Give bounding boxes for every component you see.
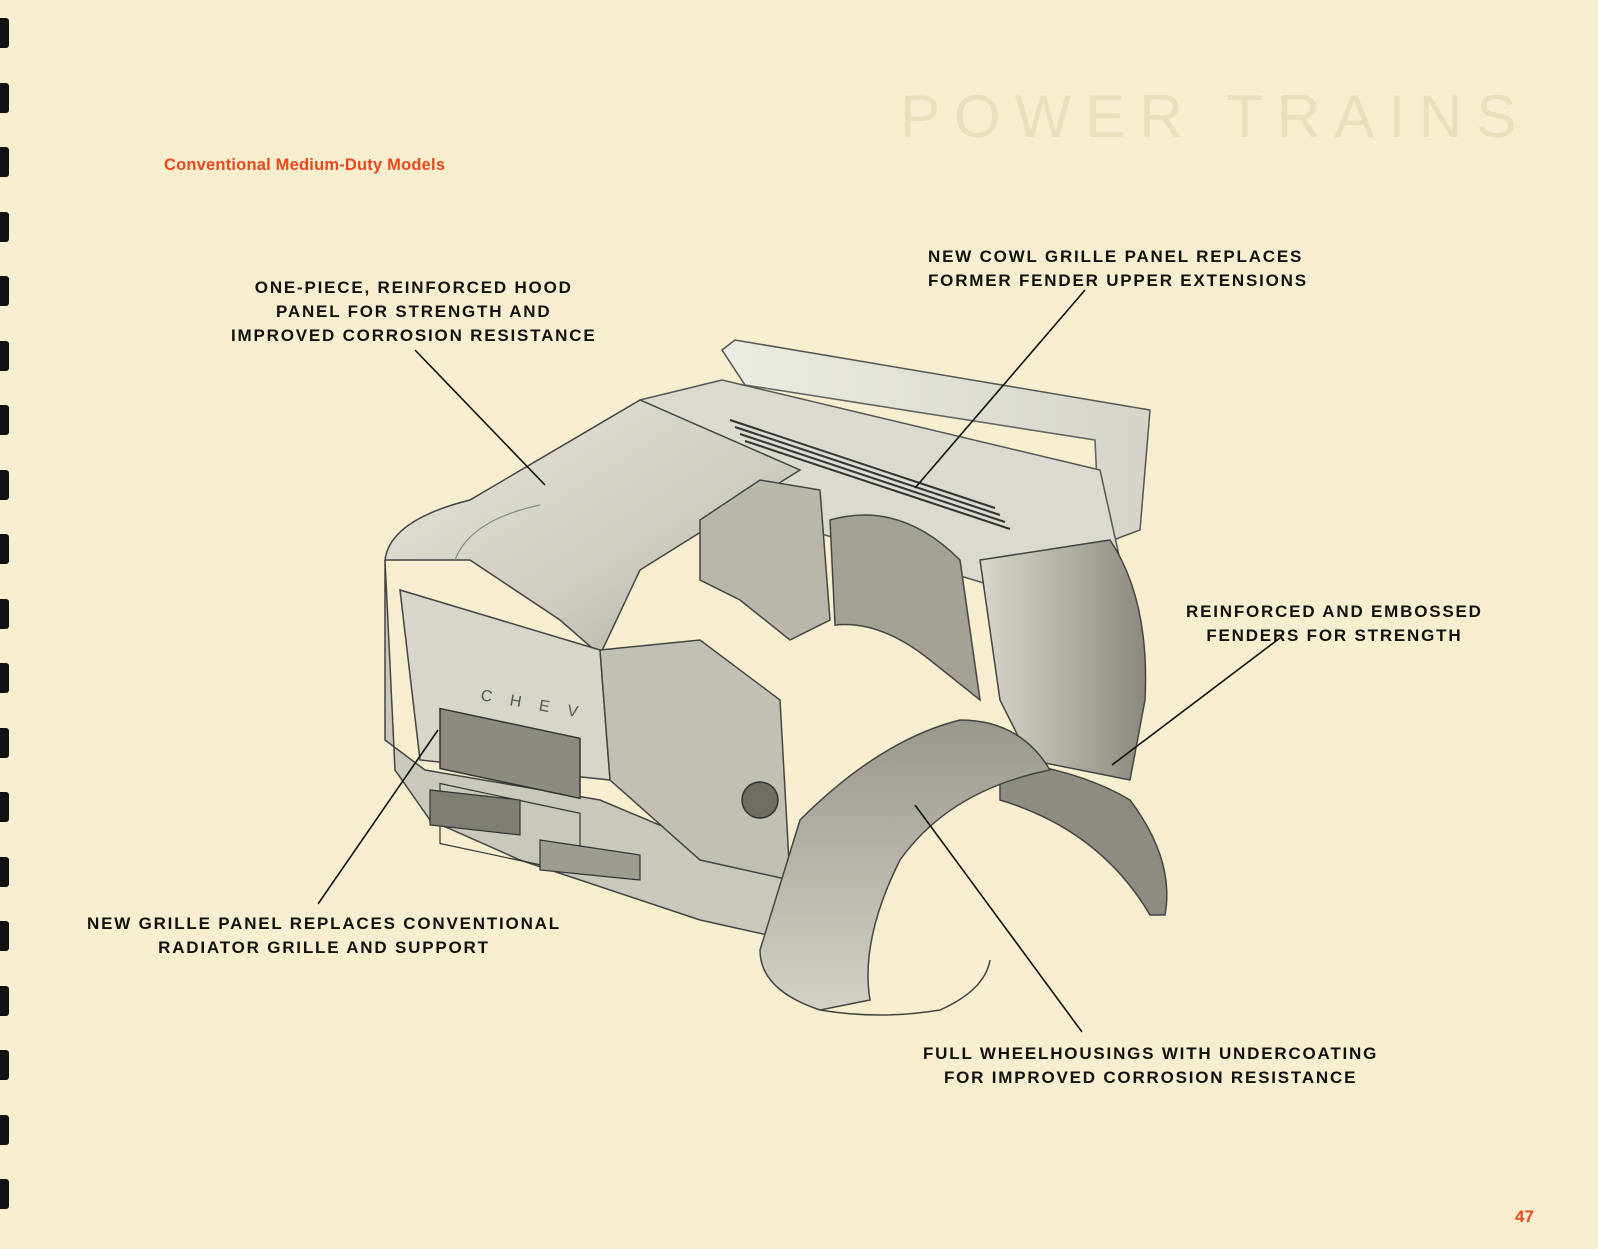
left-wheelhousing <box>760 720 1050 1010</box>
cowl-callout-line-1: NEW COWL GRILLE PANEL REPLACES <box>928 245 1308 269</box>
cowl-callout-line-2: FORMER FENDER UPPER EXTENSIONS <box>928 269 1308 293</box>
cowl-callout: NEW COWL GRILLE PANEL REPLACES FORMER FE… <box>928 245 1308 293</box>
hood-callout-line-3: IMPROVED CORROSION RESISTANCE <box>231 324 596 348</box>
page-number: 47 <box>1515 1207 1534 1227</box>
hood-callout: ONE-PIECE, REINFORCED HOOD PANEL FOR STR… <box>231 276 596 348</box>
wheelhousings-callout-line-1: FULL WHEELHOUSINGS WITH UNDERCOATING <box>923 1042 1378 1066</box>
right-wheelhousing <box>1000 760 1167 915</box>
grille-callout-line-2: RADIATOR GRILLE AND SUPPORT <box>87 936 561 960</box>
grille-callout-line-1: NEW GRILLE PANEL REPLACES CONVENTIONAL <box>87 912 561 936</box>
wheelhousings-callout: FULL WHEELHOUSINGS WITH UNDERCOATING FOR… <box>923 1042 1378 1090</box>
grille-callout: NEW GRILLE PANEL REPLACES CONVENTIONAL R… <box>87 912 561 960</box>
fenders-callout: REINFORCED AND EMBOSSED FENDERS FOR STRE… <box>1186 600 1483 648</box>
wheelhousings-callout-line-2: FOR IMPROVED CORROSION RESISTANCE <box>923 1066 1378 1090</box>
hood-callout-line-2: PANEL FOR STRENGTH AND <box>231 300 596 324</box>
hood-callout-line-1: ONE-PIECE, REINFORCED HOOD <box>231 276 596 300</box>
fenders-callout-line-1: REINFORCED AND EMBOSSED <box>1186 600 1483 624</box>
fenders-callout-line-2: FENDERS FOR STRENGTH <box>1186 624 1483 648</box>
